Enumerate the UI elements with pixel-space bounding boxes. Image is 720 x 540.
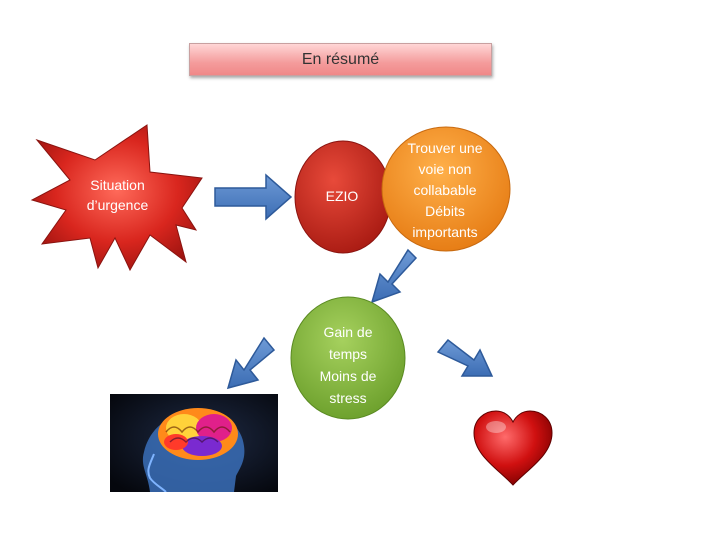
arrow-to-ezio xyxy=(214,173,293,221)
heart-icon xyxy=(473,410,553,486)
benefits-label: Gain de temps Moins de stress xyxy=(298,321,398,409)
goal-circle xyxy=(381,126,511,252)
title-box: En résumé xyxy=(189,43,492,76)
arrow-to-heart xyxy=(436,338,494,377)
brain-icon xyxy=(110,394,278,492)
benefit-line: temps xyxy=(328,346,368,362)
benefit-line: Gain de xyxy=(323,324,373,340)
emergency-star xyxy=(30,124,203,272)
benefit-line: Moins de xyxy=(319,368,377,384)
benefit-line: stress xyxy=(329,390,367,406)
goal-line: Débits xyxy=(425,203,465,219)
goal-line: Trouver une xyxy=(407,140,483,156)
goal-line: importants xyxy=(412,224,478,240)
ezio-label: EZIO xyxy=(312,186,372,206)
benefits-circle xyxy=(290,296,406,420)
arrow-to-brain xyxy=(226,336,276,390)
emergency-label: Situation d’urgence xyxy=(70,175,165,215)
goal-label: Trouver une voie non collabable Débits i… xyxy=(390,138,500,243)
emergency-text: Situation d’urgence xyxy=(86,177,149,213)
arrow-to-benefits xyxy=(370,248,418,304)
goal-line: voie non xyxy=(418,161,472,177)
brain-image xyxy=(110,394,278,492)
title-text: En résumé xyxy=(301,50,380,68)
ezio-text: EZIO xyxy=(325,188,359,204)
heart-image xyxy=(468,405,558,487)
goal-line: collabable xyxy=(413,182,477,198)
